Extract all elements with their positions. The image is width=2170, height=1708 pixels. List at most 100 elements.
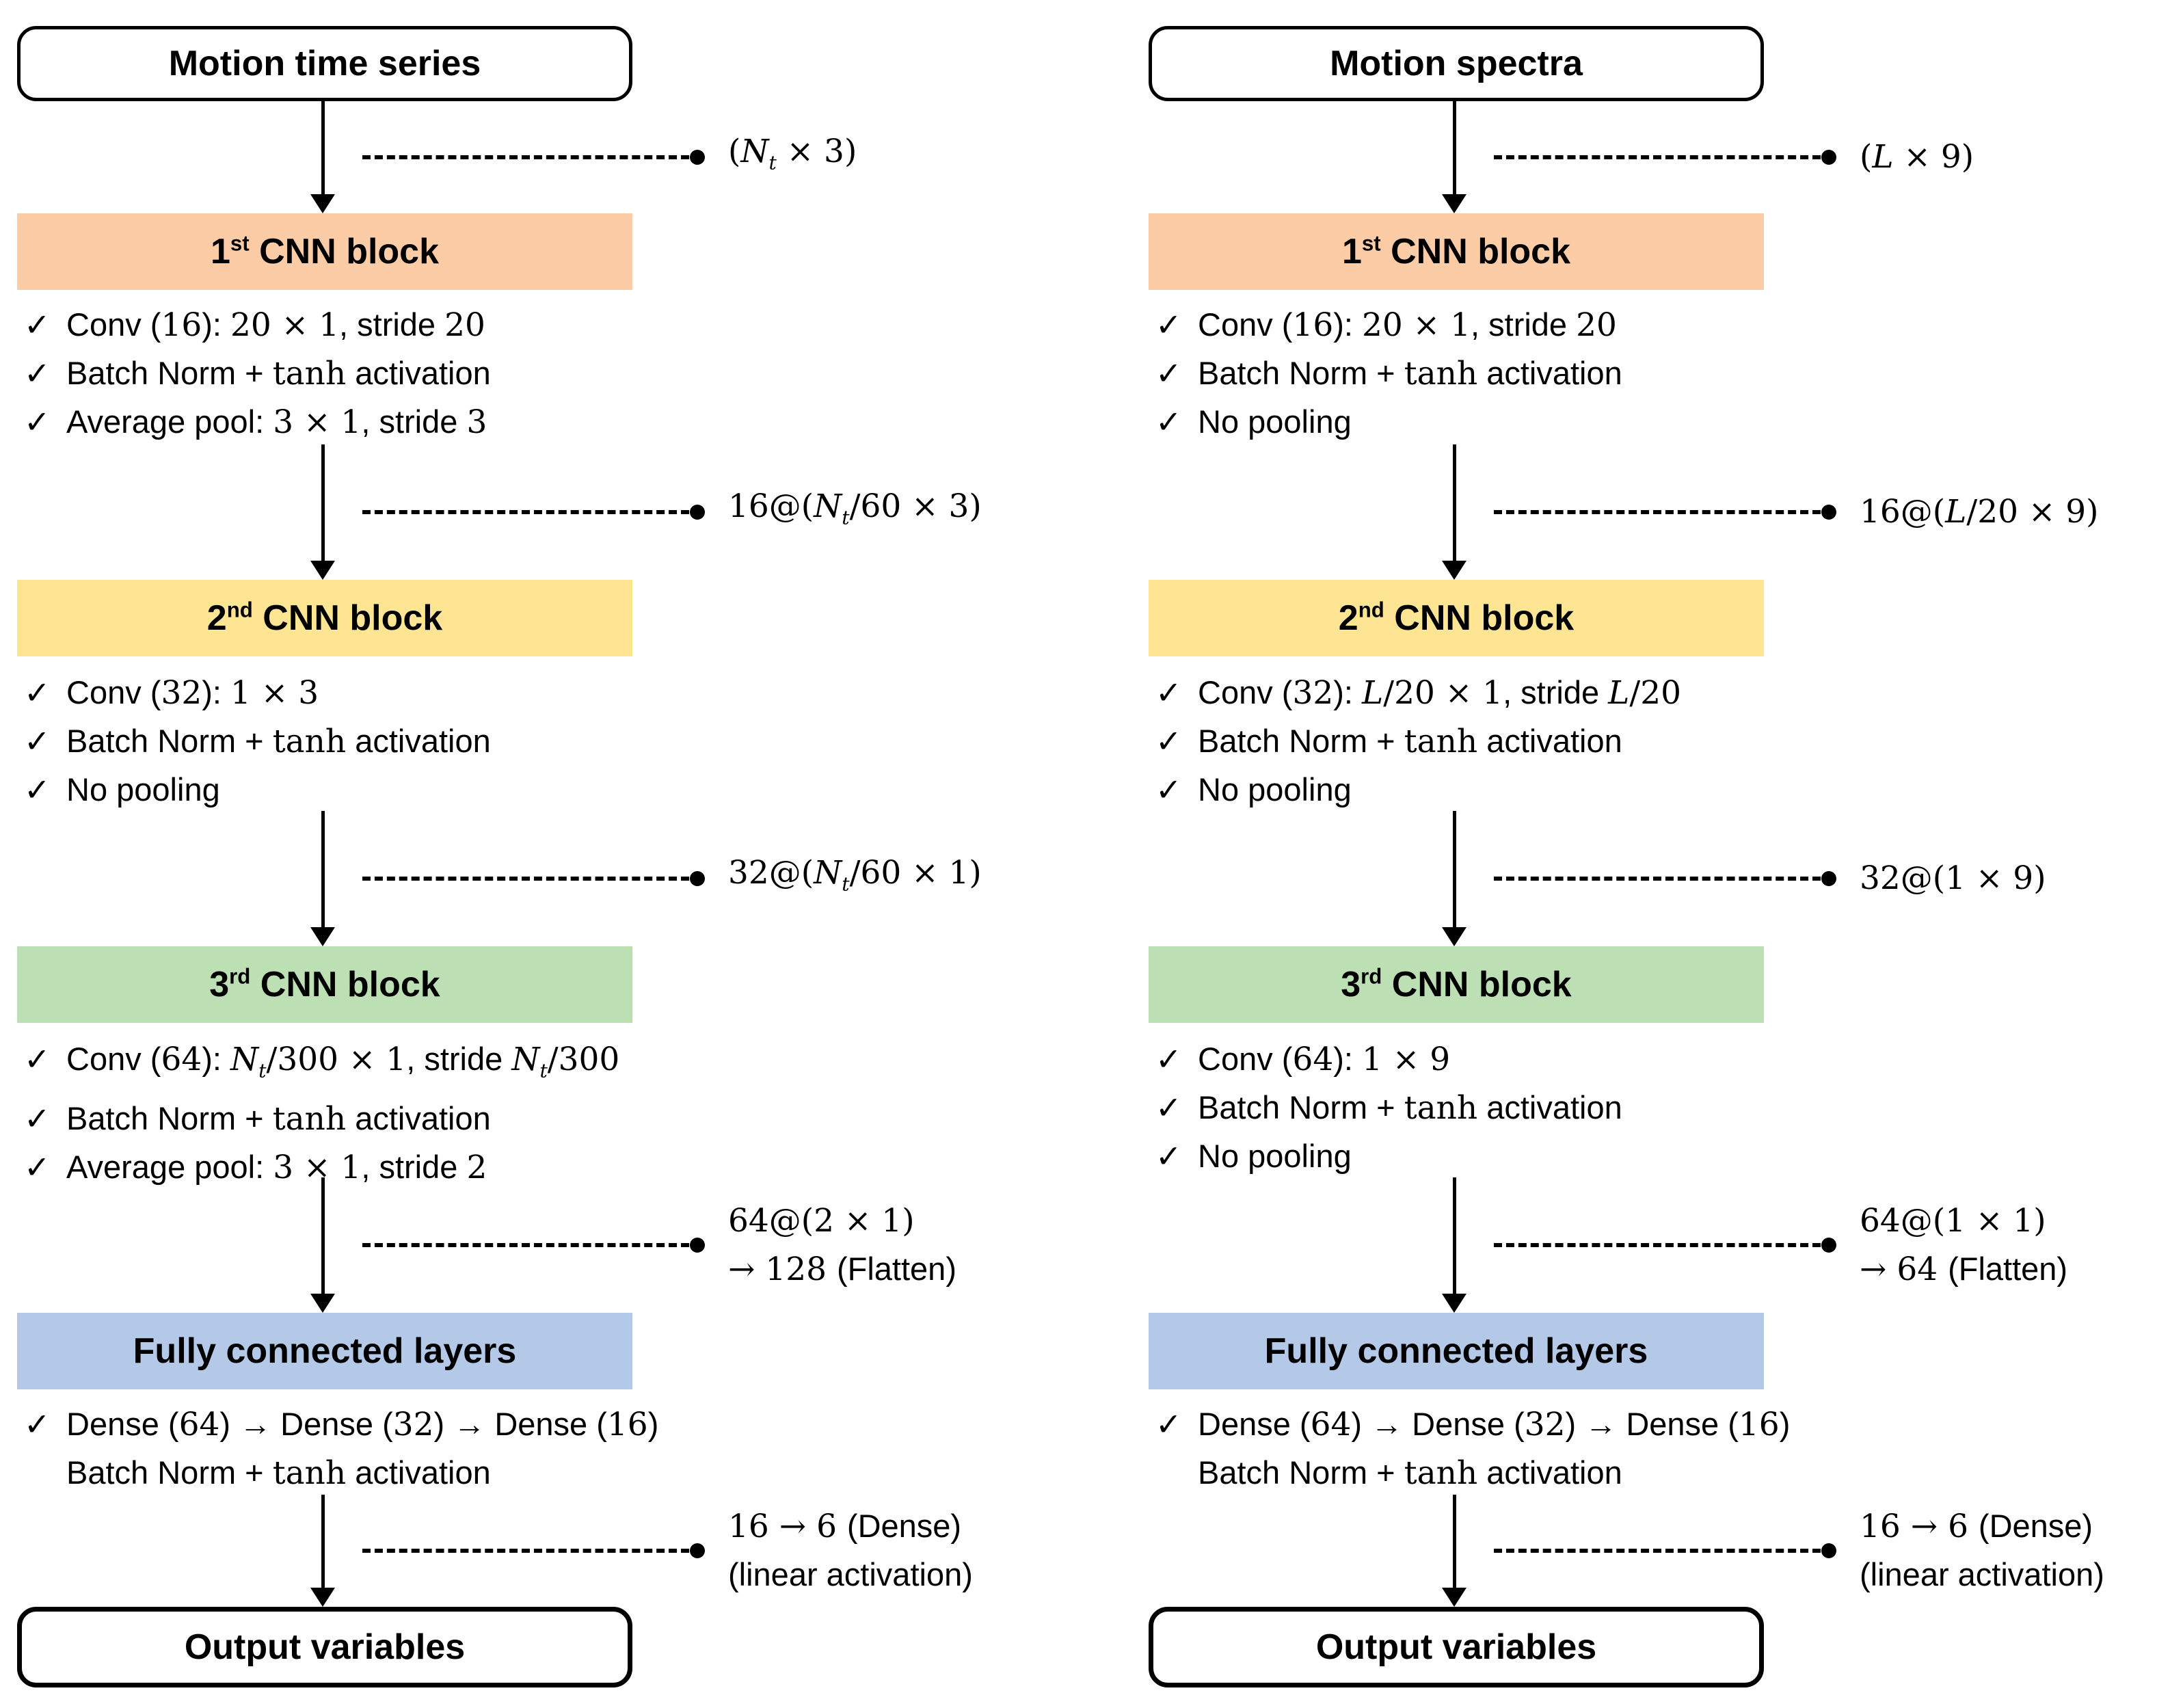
checklist-item-text: No pooling: [66, 771, 220, 808]
cnn-block-3-header: 3rd CNN block: [1149, 946, 1764, 1023]
check-icon: ✓: [1155, 355, 1182, 392]
fully-connected-title: Fully connected layers: [133, 1331, 517, 1371]
dashed-arrow-icon: [1494, 510, 1821, 514]
checklist-item: ✓ Batch Norm + tanh activation: [24, 349, 1036, 398]
down-arrow-line: [1453, 811, 1456, 930]
checklist-item: ✓ Conv (64): 1 × 9: [1155, 1035, 2167, 1084]
down-arrow-head-icon: [1442, 1588, 1466, 1607]
check-icon: ✓: [1155, 403, 1182, 440]
checklist-item: ✓Dense (64) → Dense (32) → Dense (16): [1155, 1400, 2167, 1449]
arrow-dot-icon: [1821, 505, 1836, 520]
check-icon: ✓: [24, 723, 51, 760]
check-icon: ✓: [24, 1041, 51, 1078]
checklist-item-text: Batch Norm + tanh activation: [66, 1100, 491, 1138]
checklist-item: Batch Norm + tanh activation: [24, 1449, 1036, 1497]
dashed-arrow-icon: [1494, 155, 1821, 159]
cnn-block-2-checklist: ✓Conv (32): 1 × 3 ✓Batch Norm + tanh act…: [24, 669, 1036, 814]
cnn-block-1-checklist: ✓Conv (16): 20 × 1, stride 20 ✓Batch Nor…: [24, 301, 1036, 446]
checklist-item-text: Dense (64) → Dense (32) → Dense (16): [66, 1406, 659, 1443]
tensor-shape-line2: → 128 (Flatten): [728, 1250, 956, 1288]
cnn-block-1-title: 1st CNN block: [210, 231, 440, 271]
checklist-item-text: No pooling: [1198, 771, 1352, 808]
down-arrow-head-icon: [310, 194, 335, 213]
checklist-item-text: Average pool: 3 × 1, stride 3: [66, 403, 487, 441]
arrow-dot-icon: [690, 1238, 705, 1253]
connector: 16@(Nt/60 × 3): [17, 444, 1043, 580]
tensor-shape-line1: 64@(2 × 1): [728, 1201, 915, 1240]
down-arrow-line: [321, 444, 325, 563]
checklist-item-text: Conv (64): Nt/300 × 1, stride Nt/300: [66, 1041, 620, 1082]
arrow-dot-icon: [690, 871, 705, 886]
check-icon: ✓: [1155, 1138, 1182, 1175]
checklist-item-text: No pooling: [1198, 1138, 1352, 1174]
down-arrow-line: [321, 1495, 325, 1590]
dashed-arrow-icon: [1494, 877, 1821, 881]
fully-connected-header: Fully connected layers: [1149, 1313, 1764, 1389]
tensor-shape-line2: (linear activation): [1860, 1556, 2104, 1592]
connector: 64@(1 × 1) → 64 (Flatten): [1149, 1177, 2170, 1313]
checklist-item-text: Batch Norm + tanh activation: [66, 723, 491, 760]
checklist-item: ✓ Batch Norm + tanh activation: [24, 1095, 1036, 1143]
checklist-item-text: Batch Norm + tanh activation: [1198, 1089, 1622, 1127]
checklist-item: ✓Conv (16): 20 × 1, stride 20: [24, 301, 1036, 349]
down-arrow-head-icon: [310, 927, 335, 946]
cnn-block-2-title: 2nd CNN block: [1338, 598, 1575, 638]
check-icon: ✓: [1155, 723, 1182, 760]
connector: 16 → 6 (Dense) (linear activation): [1149, 1495, 2170, 1607]
checklist-item: ✓No pooling: [1155, 398, 2167, 446]
checklist-item: ✓Average pool: 3 × 1, stride 2: [24, 1143, 1036, 1192]
checklist-item: ✓ Dense (64) → Dense (32) → Dense (16): [24, 1400, 1036, 1449]
check-icon: ✓: [24, 1100, 51, 1138]
connector: (L × 9): [1149, 101, 2170, 213]
tensor-shape-line1: 16 → 6 (Dense): [728, 1508, 962, 1545]
down-arrow-head-icon: [1442, 927, 1466, 946]
arrow-dot-icon: [690, 1543, 705, 1558]
connector: 16@(L/20 × 9): [1149, 444, 2170, 580]
tensor-shape-line1: (Nt × 3): [728, 132, 857, 174]
checklist-item: ✓ Conv (64): Nt/300 × 1, stride Nt/300: [24, 1035, 1036, 1095]
tensor-shape-line1: 64@(1 × 1): [1860, 1201, 2046, 1240]
tensor-shape-label: 64@(2 × 1) → 128 (Flatten): [728, 1177, 956, 1313]
checklist-item-text: Batch Norm + tanh activation: [1198, 1454, 1622, 1492]
down-arrow-head-icon: [310, 1294, 335, 1313]
checklist-item-text: Conv (16): 20 × 1, stride 20: [1198, 306, 1617, 344]
tensor-shape-label: 32@(Nt/60 × 1): [728, 811, 982, 946]
checklist-item-text: Conv (64): 1 × 9: [1198, 1041, 1451, 1078]
checklist-item: ✓Batch Norm + tanh activation: [1155, 1084, 2167, 1132]
down-arrow-line: [1453, 1177, 1456, 1296]
check-icon: ✓: [24, 1406, 51, 1443]
connector: 32@(Nt/60 × 1): [17, 811, 1043, 946]
dashed-arrow-icon: [1494, 1549, 1821, 1553]
cnn-block-3-checklist: ✓ Conv (64): Nt/300 × 1, stride Nt/300 ✓ B…: [24, 1035, 1036, 1192]
tensor-shape-label: 32@(1 × 9): [1860, 811, 2046, 946]
checklist-item-text: Dense (64) → Dense (32) → Dense (16): [1198, 1406, 1791, 1443]
cnn-block-3-title: 3rd CNN block: [209, 964, 440, 1004]
dashed-arrow-icon: [362, 877, 689, 881]
tensor-shape-line1: 16@(Nt/60 × 3): [728, 487, 982, 529]
check-icon: ✓: [1155, 306, 1182, 343]
checklist-item-text: Batch Norm + tanh activation: [66, 355, 491, 392]
down-arrow-line: [321, 811, 325, 930]
checklist-item-text: Conv (16): 20 × 1, stride 20: [66, 306, 485, 344]
dashed-arrow-icon: [362, 155, 689, 159]
checklist-item: ✓Conv (32): L/20 × 1, stride L/20: [1155, 669, 2167, 717]
connector: 64@(2 × 1) → 128 (Flatten): [17, 1177, 1043, 1313]
dashed-arrow-icon: [362, 1549, 689, 1553]
down-arrow-line: [1453, 1495, 1456, 1590]
arrow-dot-icon: [1821, 871, 1836, 886]
check-icon: ✓: [1155, 1041, 1182, 1078]
checklist-item: ✓Batch Norm + tanh activation: [1155, 349, 2167, 398]
tensor-shape-line2: → 64 (Flatten): [1860, 1250, 2068, 1288]
fully-connected-checklist: ✓Dense (64) → Dense (32) → Dense (16) Ba…: [1155, 1400, 2167, 1497]
tensor-shape-label: 64@(1 × 1) → 64 (Flatten): [1860, 1177, 2067, 1313]
check-icon: ✓: [1155, 674, 1182, 711]
down-arrow-head-icon: [1442, 1294, 1466, 1313]
column-motion-spectra: Motion spectra (L × 9) 1st CNN block ✓Co…: [1149, 0, 2170, 1708]
checklist-item: ✓No pooling: [1155, 766, 2167, 814]
down-arrow-head-icon: [1442, 194, 1466, 213]
check-icon: ✓: [24, 403, 51, 440]
checklist-item-text: Conv (32): 1 × 3: [66, 674, 319, 712]
tensor-shape-label: (L × 9): [1860, 101, 1974, 213]
check-icon: ✓: [24, 355, 51, 392]
